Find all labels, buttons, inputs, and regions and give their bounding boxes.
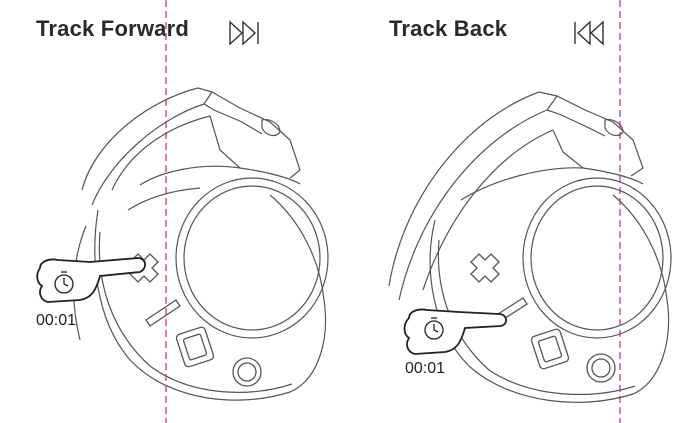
track-back-panel: Track Back xyxy=(343,0,686,423)
headphone-earcup xyxy=(388,91,672,403)
press-duration-label: 00:01 xyxy=(36,312,77,329)
audio-jack xyxy=(232,357,262,387)
minus-button xyxy=(145,299,181,327)
usb-port xyxy=(530,328,570,370)
stopwatch-icon xyxy=(54,271,74,294)
track-back-illustration xyxy=(388,0,672,423)
track-forward-illustration xyxy=(36,0,329,423)
audio-jack xyxy=(586,353,616,383)
usb-port xyxy=(175,326,215,368)
skip-back-icon xyxy=(574,20,604,46)
track-back-title: Track Back xyxy=(389,16,508,41)
headphone-earcup xyxy=(73,87,329,401)
track-forward-panel: Track Forward xyxy=(36,0,329,423)
stopwatch-icon xyxy=(424,317,444,340)
skip-forward-icon xyxy=(229,20,259,46)
press-duration-label: 00:01 xyxy=(405,360,446,377)
track-forward-title: Track Forward xyxy=(36,16,189,41)
pressing-hand xyxy=(403,308,507,355)
pressing-hand xyxy=(36,257,146,303)
plus-button xyxy=(470,253,500,283)
